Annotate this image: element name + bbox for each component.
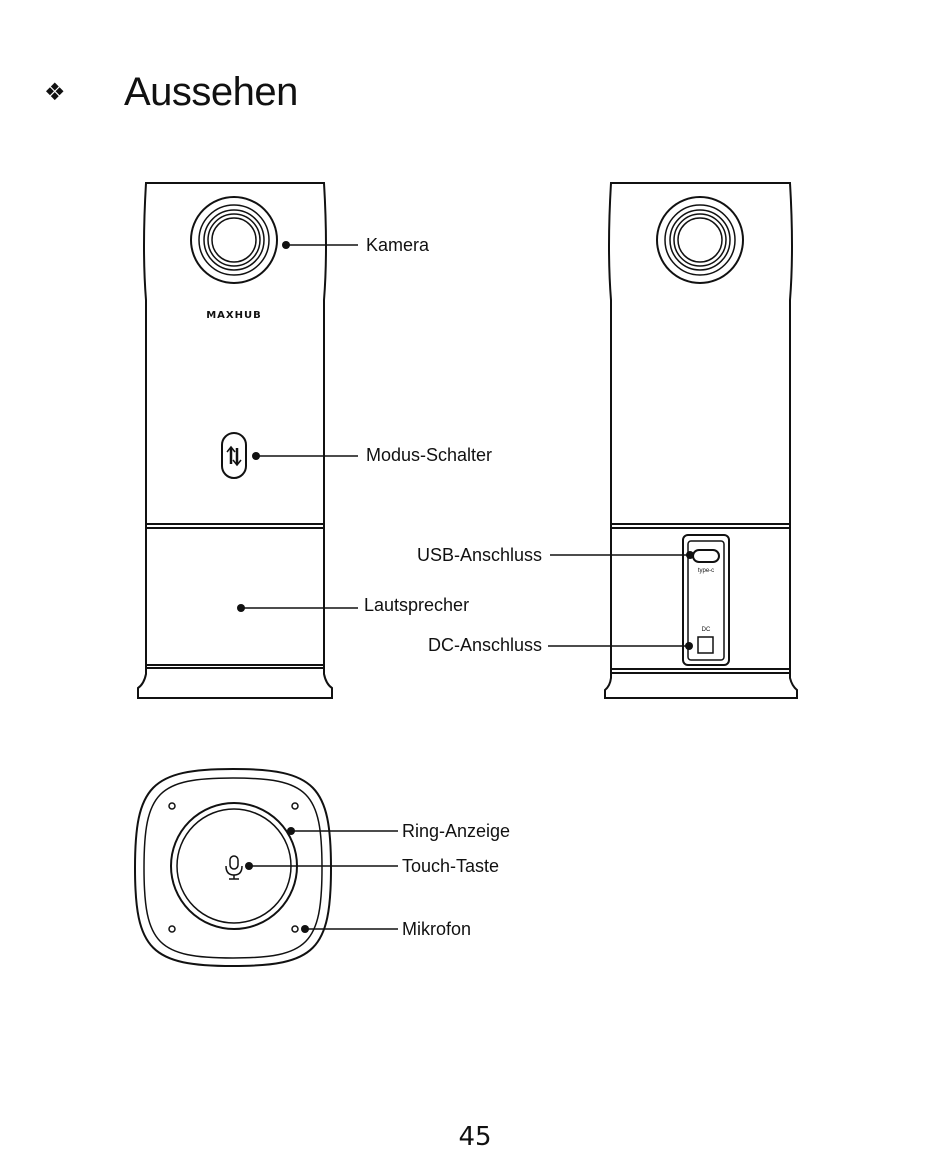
microphone-hole: [291, 802, 299, 810]
usb-c-port-icon: [692, 549, 720, 563]
mode-switch-icon: [221, 432, 247, 479]
page-number: 45: [458, 1122, 492, 1152]
label-mode-switch: Modus-Schalter: [366, 445, 492, 465]
label-camera: Kamera: [366, 235, 430, 255]
microphone-icon: [225, 855, 243, 880]
front-view: [137, 182, 333, 699]
back-camera-lens-icon: [656, 196, 744, 284]
back-base: [604, 672, 798, 699]
back-body-outline: [608, 182, 793, 674]
label-usb-port: USB-Anschluss: [417, 545, 542, 565]
section-title: Aussehen: [124, 69, 298, 114]
section-heading: ❖ Aussehen: [44, 62, 298, 122]
label-touch-button: Touch-Taste: [402, 856, 499, 876]
label-microphone: Mikrofon: [402, 919, 471, 939]
label-dc-port: DC-Anschluss: [428, 635, 542, 655]
top-outer-outline: [133, 767, 333, 968]
callout-lines: [241, 244, 690, 930]
label-speaker: Lautsprecher: [364, 595, 469, 615]
dc-port-marking: DC: [702, 627, 711, 633]
front-body-outline: [143, 182, 327, 669]
camera-lens-icon: [190, 196, 278, 284]
microphone-hole: [291, 925, 299, 933]
front-base: [137, 667, 333, 699]
label-ring-indicator: Ring-Anzeige: [402, 821, 510, 841]
microphone-hole: [168, 802, 176, 810]
top-view: [133, 767, 333, 968]
microphone-hole: [168, 925, 176, 933]
brand-logo: MAXHUB: [206, 310, 262, 321]
diamond-bullet-icon: ❖: [44, 78, 66, 106]
callout-dots: [237, 241, 694, 933]
dc-port-icon: [697, 636, 714, 654]
top-inner-outline: [143, 777, 323, 959]
back-view: [604, 182, 798, 699]
usb-port-marking: type-c: [698, 568, 714, 574]
